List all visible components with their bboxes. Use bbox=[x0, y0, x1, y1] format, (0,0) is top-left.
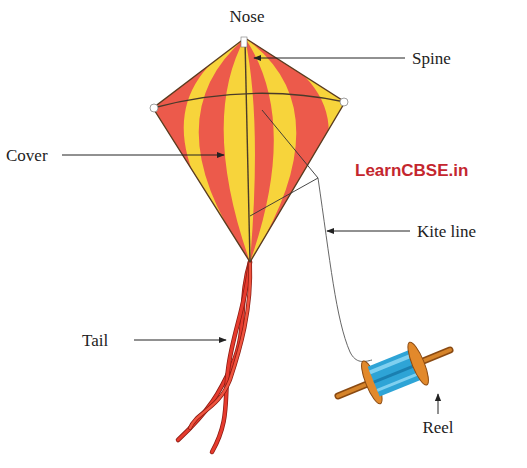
cover-stripe bbox=[199, 38, 250, 262]
tail-ribbon bbox=[190, 262, 250, 428]
cover-stripe bbox=[245, 38, 384, 262]
tail-ribbon bbox=[212, 262, 250, 452]
tail-ribbon bbox=[178, 262, 250, 440]
corner-cap bbox=[150, 104, 158, 112]
tail-ribbon bbox=[212, 262, 250, 452]
cover-yellow bbox=[140, 30, 360, 270]
part-label: Kite line bbox=[417, 223, 476, 240]
reel-rod bbox=[338, 350, 450, 396]
watermark: LearnCBSE.in bbox=[355, 162, 468, 179]
leader-line bbox=[62, 155, 224, 156]
tail-ribbon bbox=[178, 262, 250, 440]
reel-flange bbox=[404, 340, 432, 387]
reel-thread bbox=[369, 353, 413, 374]
nose-tab bbox=[241, 37, 247, 47]
part-label: Cover bbox=[6, 147, 48, 164]
corner-cap bbox=[340, 98, 348, 106]
part-label: Spine bbox=[412, 50, 451, 67]
part-label: Nose bbox=[230, 8, 265, 25]
leader-line bbox=[134, 340, 226, 341]
reel bbox=[338, 340, 450, 406]
tail-ribbon bbox=[190, 262, 250, 428]
reel-thread bbox=[377, 372, 421, 392]
kite-spine bbox=[245, 40, 250, 262]
kite-outline bbox=[153, 38, 345, 262]
kite-cover bbox=[140, 30, 384, 270]
part-label: Reel bbox=[422, 419, 453, 436]
bridle bbox=[250, 110, 318, 216]
kite-spar bbox=[153, 93, 345, 108]
reel-thread bbox=[373, 363, 417, 383]
leader-line bbox=[438, 394, 439, 414]
kite-tail bbox=[178, 262, 250, 452]
cover-stripe bbox=[144, 38, 250, 262]
kite-line bbox=[318, 178, 372, 362]
reel-rod bbox=[338, 350, 450, 396]
part-label: Tail bbox=[82, 332, 108, 349]
leader-line bbox=[254, 58, 405, 59]
leader-line bbox=[327, 231, 410, 232]
